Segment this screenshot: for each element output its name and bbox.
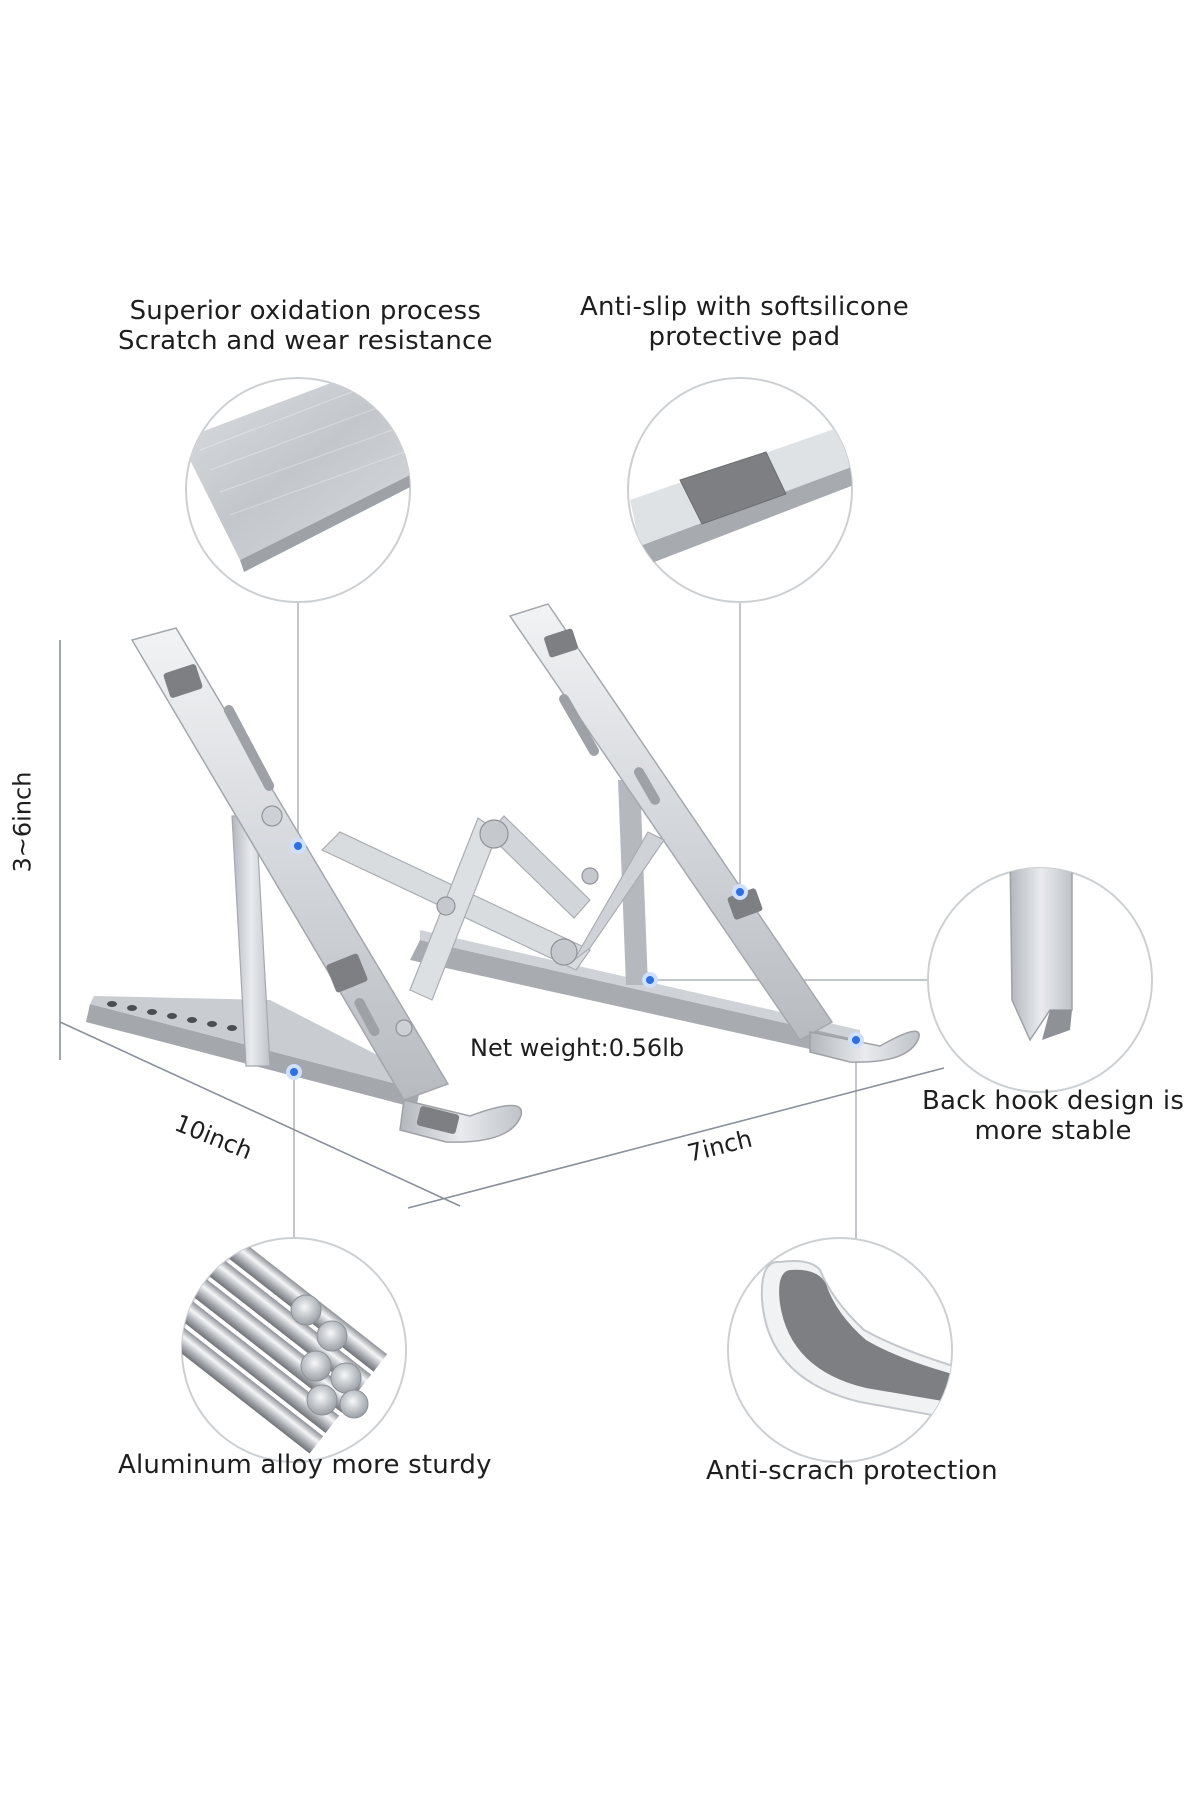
dimension-height-label: 3~6inch [8,771,37,873]
laptop-stand [86,603,920,1143]
feature-label-antislip-line1: Anti-slip with softsilicone [580,292,909,322]
curved-foot-closeup-icon [727,1237,953,1463]
feature-label-oxidation-line1: Superior oxidation process [129,296,482,326]
feature-label-backhook-line2: more stable [974,1116,1132,1146]
back-hook-closeup-icon [927,867,1153,1093]
brushed-aluminum-bar-closeup-icon [185,377,411,603]
dimension-lines [59,640,945,1209]
aluminum-rods-closeup-icon [181,1237,407,1463]
feature-label-antislip: Anti-slip with softsilicone protective p… [580,292,909,352]
callout-markers [286,838,864,1080]
feature-label-backhook: Back hook design is more stable [922,1086,1184,1146]
feature-label-antiscratch: Anti-scrach protection [706,1456,998,1486]
net-weight-label: Net weight:0.56lb [470,1034,685,1062]
silicone-pad-closeup-icon [627,377,853,603]
feature-label-aluminum-line1: Aluminum alloy more sturdy [118,1450,492,1480]
feature-label-antislip-line2: protective pad [648,322,841,352]
feature-label-aluminum: Aluminum alloy more sturdy [118,1450,492,1480]
feature-label-backhook-line1: Back hook design is [922,1086,1185,1116]
feature-label-antiscratch-line1: Anti-scrach protection [706,1456,998,1486]
feature-label-oxidation-line2: Scratch and wear resistance [118,326,493,356]
feature-label-oxidation: Superior oxidation process Scratch and w… [118,296,493,356]
